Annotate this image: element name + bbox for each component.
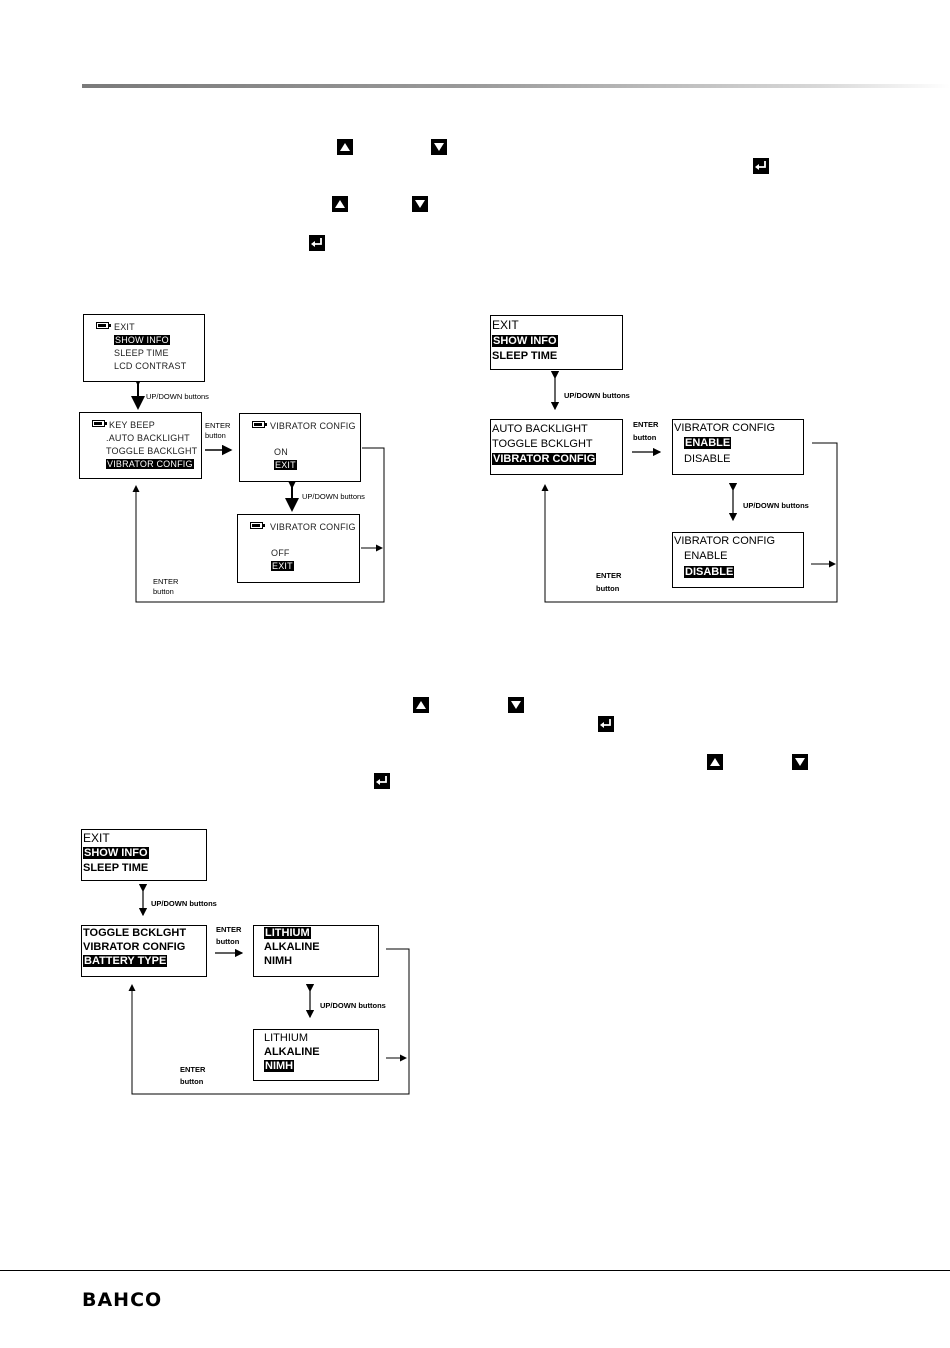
- menu-item: EXIT: [83, 831, 110, 845]
- updown-label: UP/DOWN buttons: [564, 391, 630, 400]
- up-arrow-button-icon: [332, 196, 348, 212]
- menu-item: SLEEP TIME: [492, 350, 558, 362]
- option-item: ALKALINE: [264, 941, 320, 953]
- option-item: OFF: [271, 548, 290, 558]
- menu-item: SLEEP TIME: [114, 348, 169, 358]
- screen-title: VIBRATOR CONFIG: [674, 535, 776, 547]
- enter-label: button: [596, 584, 620, 593]
- option-item-selected: NIMH: [264, 1060, 295, 1072]
- battery-icon: [252, 421, 267, 428]
- enter-button-icon: [598, 716, 614, 732]
- d2-main-menu-screen: EXIT SHOW INFO SLEEP TIME: [490, 315, 623, 370]
- option-item: DISABLE: [684, 453, 731, 465]
- menu-item: EXIT: [114, 322, 135, 332]
- d2-option-enable-screen: VIBRATOR CONFIG ENABLE DISABLE: [672, 419, 804, 475]
- menu-item: .AUTO BACKLIGHT: [106, 433, 190, 443]
- d2-submenu-screen: AUTO BACKLIGHT TOGGLE BCKLGHT VIBRATOR C…: [490, 419, 623, 475]
- updown-label: UP/DOWN buttons: [302, 492, 365, 501]
- option-item-selected: LITHIUM: [264, 927, 311, 939]
- d3-main-menu-screen: EXIT SHOW INFO SLEEP TIME: [81, 829, 207, 881]
- menu-item: EXIT: [492, 318, 519, 332]
- option-item-selected: ENABLE: [684, 437, 732, 449]
- footer-rule: [0, 1270, 950, 1271]
- menu-item: AUTO BACKLIGHT: [492, 423, 588, 435]
- enter-label: button: [205, 431, 226, 440]
- enter-label: button: [216, 937, 240, 946]
- option-item: ON: [274, 447, 288, 457]
- menu-item: SLEEP TIME: [83, 862, 149, 874]
- d1-option-off-screen: VIBRATOR CONFIG OFF EXIT: [237, 514, 360, 583]
- enter-label: button: [633, 433, 657, 442]
- screen-title: VIBRATOR CONFIG: [270, 421, 356, 431]
- enter-label: ENTER: [633, 420, 659, 429]
- updown-label: UP/DOWN buttons: [320, 1001, 386, 1010]
- down-arrow-button-icon: [431, 139, 447, 155]
- enter-label: ENTER: [153, 577, 179, 586]
- down-arrow-button-icon: [792, 754, 808, 770]
- down-arrow-button-icon: [508, 697, 524, 713]
- updown-label: UP/DOWN buttons: [146, 392, 209, 401]
- updown-label: UP/DOWN buttons: [743, 501, 809, 510]
- menu-item: LCD CONTRAST: [114, 361, 187, 371]
- option-item: ALKALINE: [264, 1046, 320, 1058]
- brand-logo: BAHCO: [82, 1289, 163, 1311]
- d1-main-menu-screen: EXIT SHOW INFO SLEEP TIME LCD CONTRAST: [83, 314, 205, 382]
- menu-item: TOGGLE BCKLGHT: [492, 438, 593, 450]
- d3-submenu-screen: TOGGLE BCKLGHT VIBRATOR CONFIG BATTERY T…: [81, 925, 207, 977]
- down-arrow-button-icon: [412, 196, 428, 212]
- d1-option-on-screen: VIBRATOR CONFIG ON EXIT: [239, 413, 361, 482]
- enter-button-icon: [309, 235, 325, 251]
- menu-item-selected: SHOW INFO: [492, 335, 558, 347]
- option-item: LITHIUM: [264, 1032, 308, 1044]
- header-rule: [82, 84, 950, 88]
- enter-label: ENTER: [205, 421, 231, 430]
- screen-title: VIBRATOR CONFIG: [674, 422, 776, 434]
- battery-icon: [92, 420, 107, 427]
- enter-label: button: [153, 587, 174, 596]
- menu-item-selected: VIBRATOR CONFIG: [106, 459, 194, 469]
- option-item-selected: EXIT: [271, 561, 294, 571]
- d1-submenu-screen: KEY BEEP .AUTO BACKLIGHT TOGGLE BACKLGHT…: [79, 412, 202, 479]
- menu-item: TOGGLE BACKLGHT: [106, 446, 198, 456]
- menu-item: TOGGLE BCKLGHT: [83, 927, 187, 939]
- option-item-selected: EXIT: [274, 460, 297, 470]
- d2-option-disable-screen: VIBRATOR CONFIG ENABLE DISABLE: [672, 532, 804, 588]
- enter-button-icon: [374, 773, 390, 789]
- up-arrow-button-icon: [707, 754, 723, 770]
- updown-label: UP/DOWN buttons: [151, 899, 217, 908]
- up-arrow-button-icon: [337, 139, 353, 155]
- enter-label: ENTER: [216, 925, 242, 934]
- enter-button-icon: [753, 158, 769, 174]
- option-item: ENABLE: [684, 550, 728, 562]
- enter-label: ENTER: [596, 571, 622, 580]
- d3-option-nimh-screen: LITHIUM ALKALINE NIMH: [253, 1029, 379, 1081]
- menu-item: KEY BEEP: [109, 420, 155, 430]
- enter-label: button: [180, 1077, 204, 1086]
- battery-icon: [96, 322, 111, 329]
- option-item: NIMH: [264, 955, 293, 967]
- menu-item-selected: VIBRATOR CONFIG: [492, 453, 597, 465]
- menu-item-selected: SHOW INFO: [83, 847, 149, 859]
- menu-item-selected: SHOW INFO: [114, 335, 170, 345]
- enter-label: ENTER: [180, 1065, 206, 1074]
- menu-item-selected: BATTERY TYPE: [83, 955, 168, 967]
- d3-option-lithium-screen: LITHIUM ALKALINE NIMH: [253, 925, 379, 977]
- battery-icon: [250, 522, 265, 529]
- menu-item: VIBRATOR CONFIG: [83, 941, 186, 953]
- screen-title: VIBRATOR CONFIG: [270, 522, 356, 532]
- option-item-selected: DISABLE: [684, 566, 735, 578]
- up-arrow-button-icon: [413, 697, 429, 713]
